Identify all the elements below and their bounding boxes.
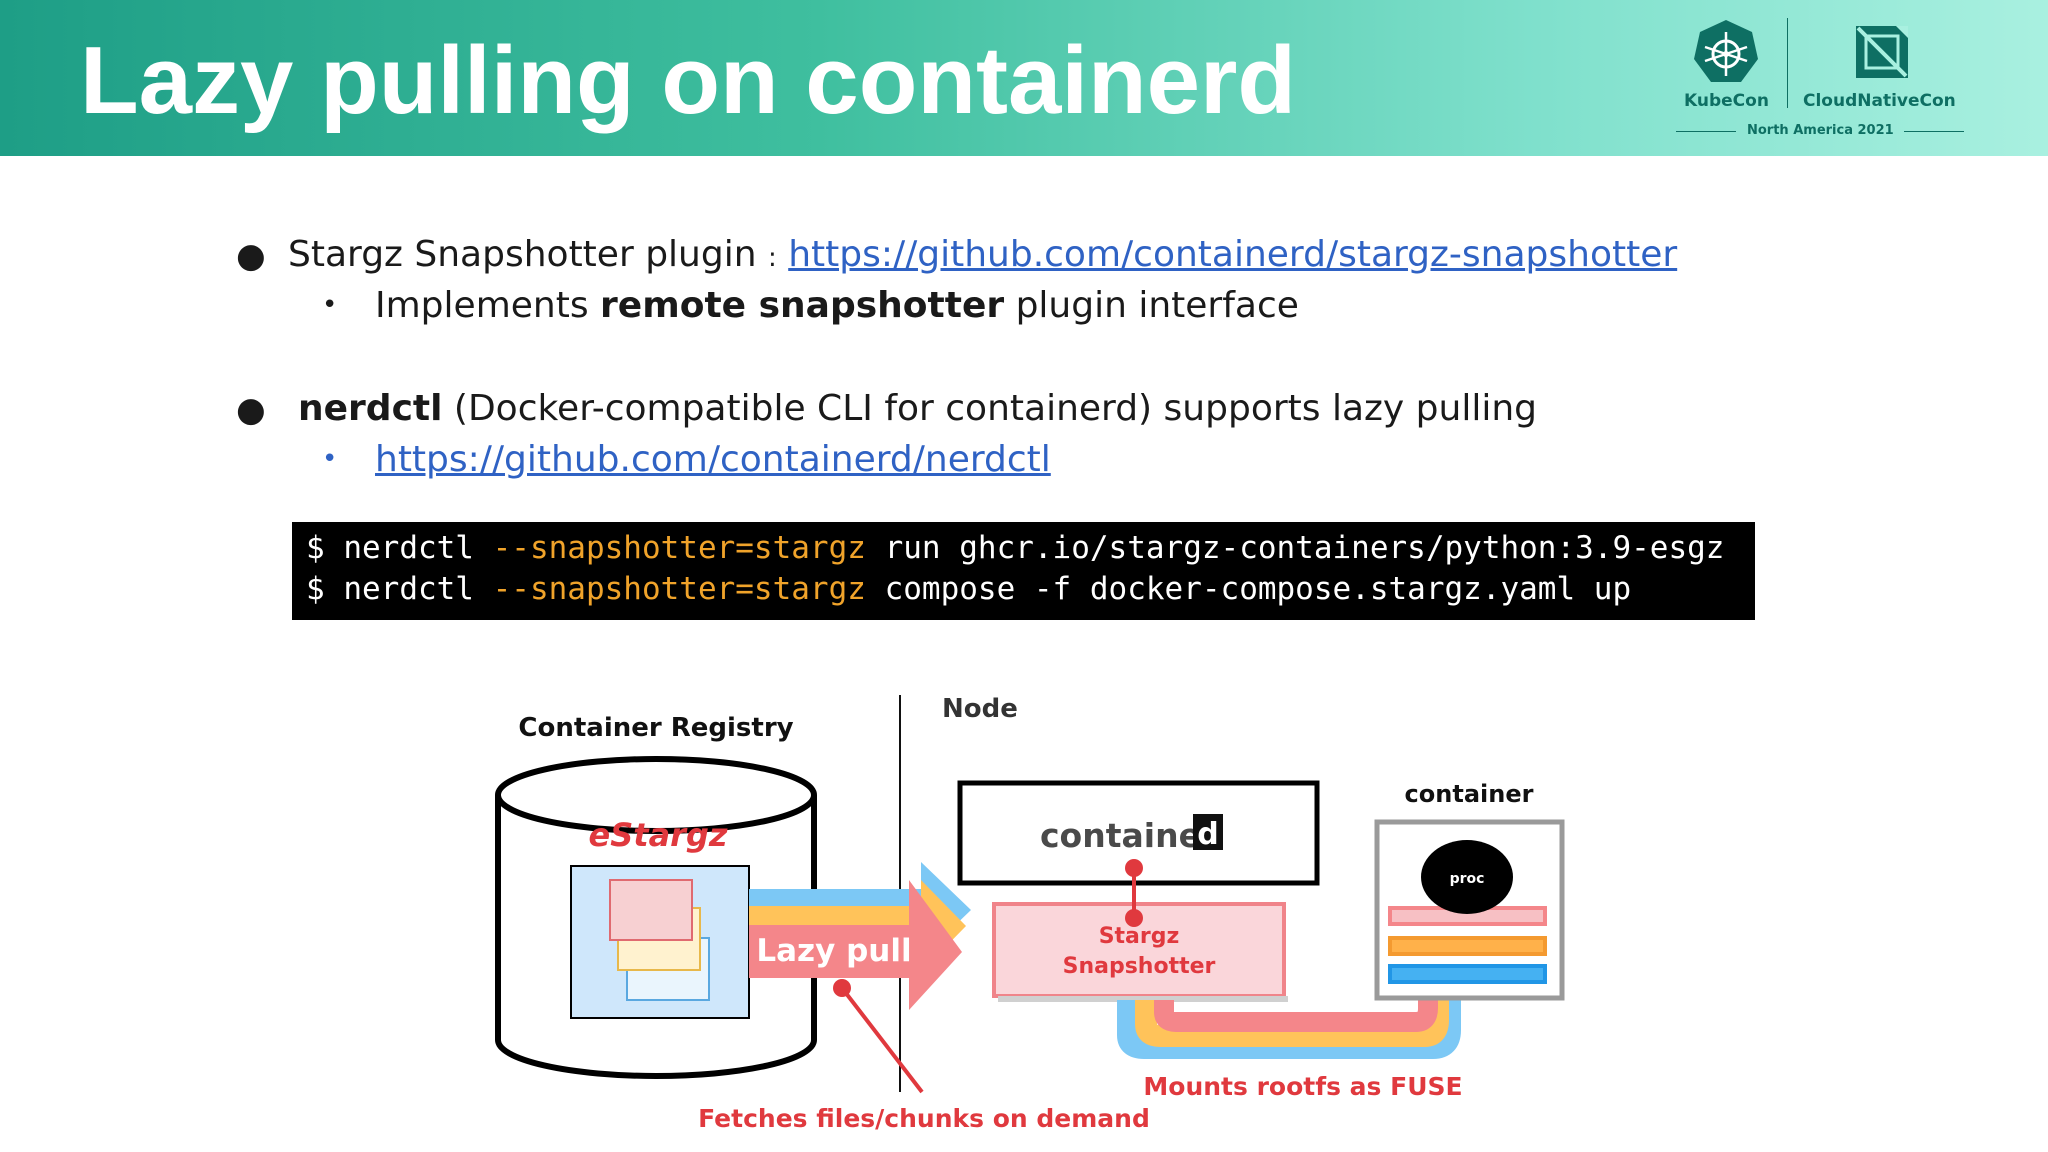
- snapshotter-line-1: Stargz: [1099, 924, 1180, 949]
- link-dot-bottom: [1125, 909, 1143, 927]
- title-banner: [0, 0, 2048, 156]
- container-label: container: [1405, 780, 1534, 808]
- logo-rule-left: [1676, 131, 1736, 132]
- lazy-pull-label: Lazy pull: [756, 933, 911, 969]
- bullet-list: ● Stargz Snapshotter plugin : https://gi…: [0, 0, 2048, 500]
- sub-bullet-nerdctl-link: https://github.com/containerd/nerdctl: [375, 439, 1051, 480]
- registry-label: Container Registry: [518, 713, 793, 743]
- mounts-label: Mounts rootfs as FUSE: [1143, 1072, 1462, 1101]
- kubecon-label: KubeCon: [1684, 91, 1769, 111]
- separator: :: [767, 243, 777, 273]
- containerd-logo-box: [1193, 814, 1223, 850]
- bullet-nerdctl: nerdctl (Docker-compatible CLI for conta…: [298, 388, 1537, 429]
- container-layer-blue: [1388, 964, 1547, 984]
- lazy-pull-arrow: [749, 862, 971, 1010]
- logo-rule-right: [1904, 131, 1964, 132]
- node-label: Node: [942, 694, 1018, 724]
- snapshotter-shadow: [998, 996, 1288, 1002]
- term-option: --snapshotter=stargz: [492, 571, 866, 607]
- term-prompt: $ nerdctl: [306, 530, 493, 566]
- containerd-logo-text: container: [1040, 816, 1218, 855]
- sub-bullet-dot: •: [322, 444, 338, 474]
- fetches-pointer: [840, 986, 924, 1094]
- terminal-line-2: $ nerdctl --snapshotter=stargz compose -…: [306, 571, 1631, 607]
- sub-bullet-remote-snapshotter: Implements remote snapshotter plugin int…: [375, 285, 1299, 326]
- event-subtitle: North America 2021: [1747, 123, 1894, 138]
- nerdctl-bold: nerdctl: [298, 388, 443, 429]
- proc-label: proc: [1450, 871, 1485, 887]
- bullet-dot: ●: [236, 236, 266, 276]
- terminal-line-1: $ nerdctl --snapshotter=stargz run ghcr.…: [306, 530, 1724, 566]
- snapshotter-line-2: Snapshotter: [1063, 954, 1216, 979]
- page-title: Lazy pulling on containerd: [80, 27, 1297, 134]
- estargz-label: eStargz: [589, 816, 728, 854]
- containerd-logo-d: d: [1197, 817, 1218, 852]
- kubernetes-helm-icon: [1694, 20, 1758, 82]
- sub-bullet-prefix: Implements: [375, 285, 601, 326]
- sub-bullet-dot: •: [322, 290, 338, 320]
- cloudnativecon-label: CloudNativeCon: [1803, 91, 1956, 111]
- bullet-dot: ●: [236, 390, 266, 430]
- bullet-stargz-snapshotter: Stargz Snapshotter plugin : https://gith…: [288, 234, 1677, 275]
- bullet-text: Stargz Snapshotter plugin: [288, 234, 757, 275]
- proc-circle: [1421, 840, 1513, 914]
- terminal-block: $ nerdctl --snapshotter=stargz run ghcr.…: [292, 522, 1755, 620]
- layer-scroll-icon: [609, 879, 710, 1001]
- term-rest: compose -f docker-compose.stargz.yaml up: [865, 571, 1632, 607]
- nerdctl-desc: (Docker-compatible CLI for containerd) s…: [442, 388, 1538, 429]
- stargz-snapshotter-link[interactable]: https://github.com/containerd/stargz-sna…: [788, 234, 1678, 275]
- fetches-label: Fetches files/chunks on demand: [698, 1104, 1150, 1133]
- logo-graphics: [1694, 20, 1908, 82]
- term-prompt: $ nerdctl: [306, 571, 493, 607]
- mount-arrow: [1117, 968, 1461, 1059]
- kubecon-logo: KubeCon CloudNativeCon North America 202…: [1672, 14, 1972, 144]
- cncf-icon: [1856, 26, 1908, 78]
- logo-divider: [1787, 18, 1788, 108]
- container-layer-yellow: [1388, 936, 1547, 956]
- term-rest: run ghcr.io/stargz-containers/python:3.9…: [865, 530, 1725, 566]
- sub-bullet-suffix: plugin interface: [1004, 285, 1299, 326]
- sub-bullet-bold: remote snapshotter: [600, 285, 1005, 326]
- link-dot-top: [1125, 859, 1143, 877]
- term-option: --snapshotter=stargz: [492, 530, 866, 566]
- fetches-pointer-dot: [833, 979, 851, 997]
- nerdctl-link[interactable]: https://github.com/containerd/nerdctl: [375, 439, 1051, 480]
